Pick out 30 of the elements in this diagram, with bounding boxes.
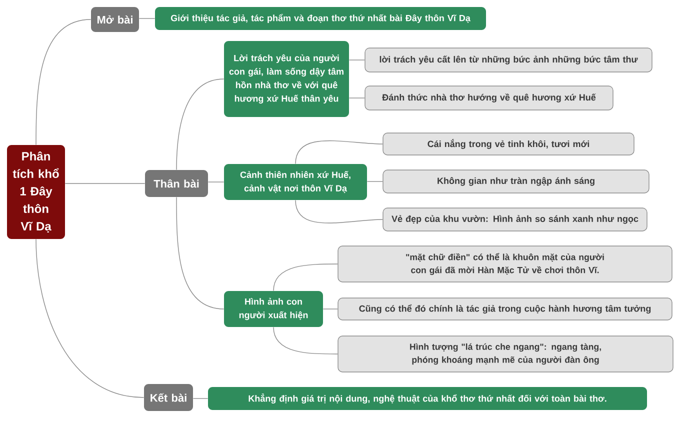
central-topic-box: Phân tích khổ 1 Đây thôn Vĩ Dạ xyxy=(7,145,65,239)
topic-box: Lời trách yêu của người con gái, làm sống dậy tâm hồn nhà thơ về với quê hương xứ Huế thân yêu xyxy=(224,41,349,117)
connector-line xyxy=(273,264,338,292)
connector-line xyxy=(138,18,156,19)
connector-line xyxy=(366,181,384,182)
section-box: Thân bài xyxy=(145,170,208,197)
detail-box: Cái nắng trong vẻ tinh khôi, tươi mới xyxy=(382,132,634,156)
section-box: Mở bài xyxy=(91,7,139,32)
detail-box: Không gian như tràn ngập ánh sáng xyxy=(382,170,650,194)
connector-line xyxy=(295,200,384,224)
topic-box: Giới thiệu tác giả, tác phẩm và đoạn thơ thứ nhất bài Đây thôn Vĩ Dạ xyxy=(155,7,486,30)
detail-box: "mặt chữ điền" có thể là khuôn mặt của người con gái đã mời Hàn Mặc Tử về chơi thôn Vĩ. xyxy=(338,246,672,282)
topic-box: Khẳng định giá trị nội dung, nghệ thuật của khổ thơ thứ nhất đối với toàn bài thơ. xyxy=(208,387,647,410)
connector-line xyxy=(192,398,208,399)
connector-line xyxy=(273,326,338,354)
detail-box: Vẻ đẹp của khu vườn: Hình ảnh so sánh xanh như ngọc xyxy=(382,208,648,232)
connector-line xyxy=(176,196,224,310)
topic-box: Hình ảnh con người xuất hiện xyxy=(224,291,323,327)
connector-line xyxy=(295,140,384,164)
detail-box: Đánh thức nhà thơ hướng về quê hương xứ Huế xyxy=(364,86,614,110)
connector-line xyxy=(36,238,144,398)
connector-line xyxy=(64,183,146,184)
section-box: Kết bài xyxy=(144,384,193,411)
topic-box: Cảnh thiên nhiên xứ Huế, cảnh vật nơi thôn Vĩ Dạ xyxy=(224,164,367,200)
detail-box: Hình tượng "lá trúc che ngang": ngang tàng, phóng khoáng mạnh mẽ của người đàn ông xyxy=(338,336,674,372)
connector-line xyxy=(322,308,338,310)
detail-box: lời trách yêu cất lên từ những bức ảnh những bức tâm thư xyxy=(364,48,652,72)
detail-box: Cũng có thể đó chính là tác giả trong cuộc hành hương tâm tưởng xyxy=(338,298,672,320)
connector-line xyxy=(36,19,92,146)
connector-line xyxy=(176,78,224,170)
